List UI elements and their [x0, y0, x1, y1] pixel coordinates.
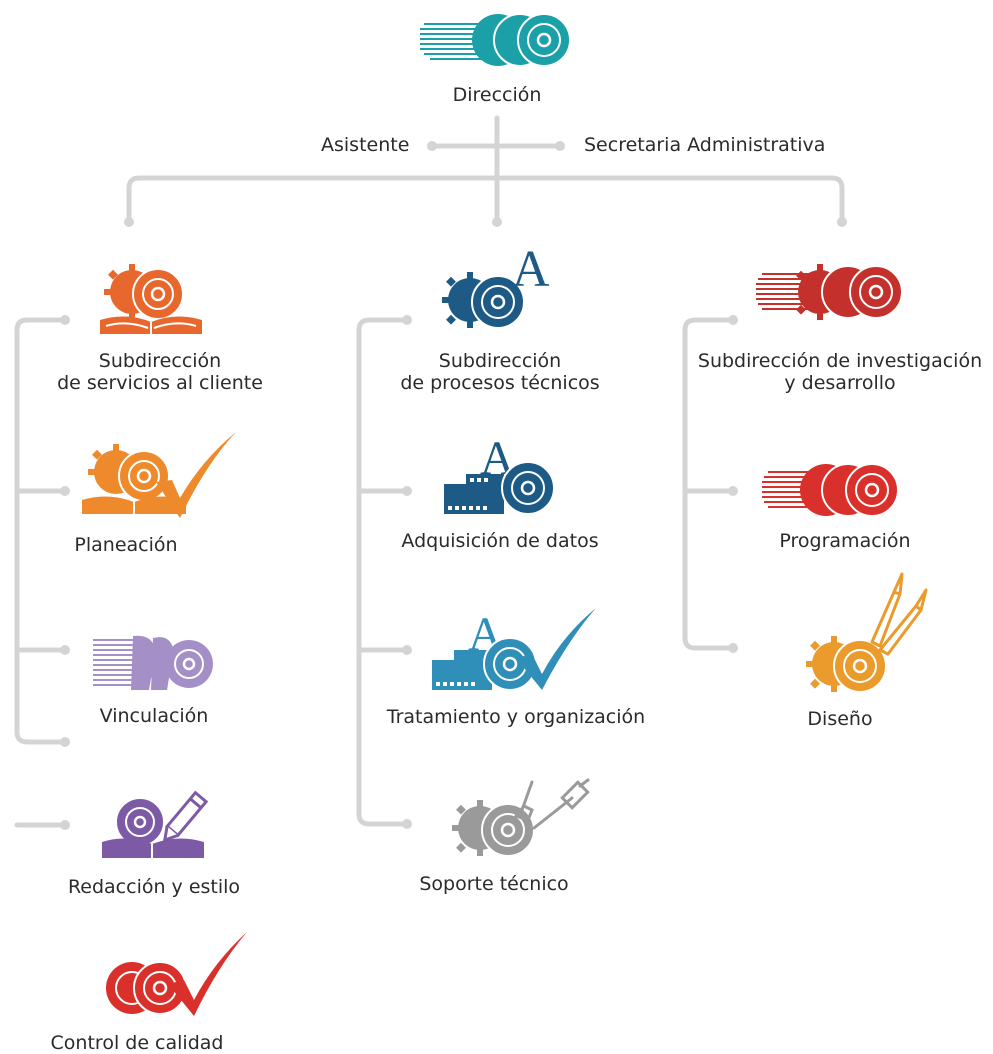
head-line-1: Subdirección: [98, 350, 222, 372]
head-line-1: Subdirección de investigación: [697, 350, 983, 372]
crimson-discs-icon: [756, 264, 903, 320]
item-planeacion-label: Planeación: [74, 534, 178, 556]
item-programacion-label: Programación: [779, 530, 911, 552]
node-direccion-label: Dirección: [452, 84, 542, 106]
item-tratamiento-label: Tratamiento y organización: [386, 706, 646, 728]
gray-gear-disc-tools-icon: [452, 778, 590, 857]
svg-text:A: A: [512, 241, 550, 298]
red-discs-check-icon: [106, 932, 247, 1016]
head-line-1: Subdirección: [438, 350, 562, 372]
gold-gear-disc-brushes-icon: [806, 572, 928, 693]
assistant-label: Asistente: [321, 134, 410, 156]
node-investigacion-desarrollo-label: Subdirección de investigación y desarrol…: [698, 350, 982, 394]
head-line-2: de procesos técnicos: [400, 372, 600, 394]
purple-disc-book-pen-icon: [102, 790, 209, 858]
column-connectors: [14, 317, 736, 828]
gear-disc-book-check-icon: [82, 432, 236, 518]
film-disc-letter-check-icon: A: [432, 608, 596, 691]
node-procesos-tecnicos-label: Subdirección de procesos técnicos: [400, 350, 599, 394]
head-line-2: de servicios al cliente: [57, 372, 263, 394]
item-redaccion-label: Redacción y estilo: [67, 876, 241, 898]
item-control-calidad-label: Control de calidad: [50, 1032, 224, 1054]
teal-discs-icon: [420, 13, 571, 67]
item-vinculacion-label: Vinculación: [99, 705, 209, 727]
lavender-faces-disc-icon: [93, 635, 213, 690]
secretary-label: Secretaria Administrativa: [584, 134, 826, 156]
item-adquisicion-label: Adquisición de datos: [401, 530, 599, 552]
item-diseno-label: Diseño: [807, 708, 873, 730]
red-discs-icon: [762, 463, 899, 517]
top-connectors: [126, 115, 845, 225]
connector-dots: [60, 141, 847, 830]
film-disc-letter-icon: A: [444, 432, 555, 515]
orange-gear-disc-book-icon: [100, 264, 202, 334]
navy-gear-disc-letter-icon: A: [442, 241, 550, 329]
item-soporte-label: Soporte técnico: [419, 873, 569, 895]
head-line-2: y desarrollo: [784, 372, 896, 394]
node-servicios-cliente-label: Subdirección de servicios al cliente: [57, 350, 263, 394]
